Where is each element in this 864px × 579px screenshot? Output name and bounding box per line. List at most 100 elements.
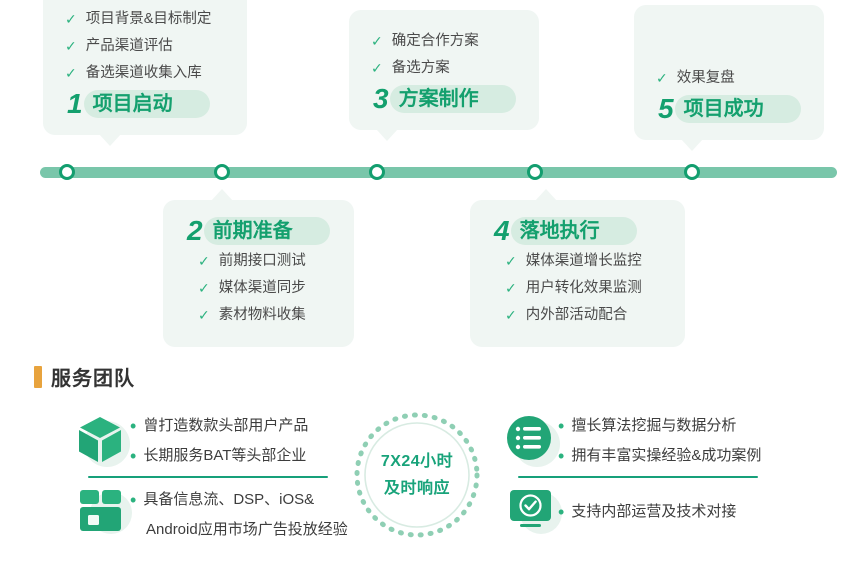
badge-line-2: 及时响应 [383, 480, 450, 497]
check-icon: ✓ [656, 70, 668, 86]
list-item-label: 媒体渠道增长监控 [525, 253, 642, 269]
list-item: ✓ 前期接口测试 [185, 248, 332, 275]
check-icon: ✓ [198, 307, 210, 323]
page-title: 服务团队 [51, 368, 135, 390]
timeline-section: ✓ 项目背景&目标制定 ✓ 产品渠道评估 ✓ 备选渠道收集入库 1 项目启动 ✓… [40, 0, 837, 347]
step-header-1: 1 项目启动 [65, 87, 225, 121]
list-item: • 曾打造数款头部用户产品 [130, 411, 308, 441]
badge-text: 7X24小时 及时响应 [352, 410, 482, 540]
list-item-label: 具备信息流、DSP、iOS& [143, 491, 315, 508]
divider-right [518, 476, 758, 478]
timeline-card-step-1[interactable]: ✓ 项目背景&目标制定 ✓ 产品渠道评估 ✓ 备选渠道收集入库 1 项目启动 [43, 0, 247, 146]
feature-lines-left-2: • 具备信息流、DSP、iOS& Android应用市场广告投放经验 [130, 485, 348, 545]
step-header-3: 3 方案制作 [371, 82, 517, 116]
check-icon: ✓ [505, 307, 517, 323]
list-item: ✓ 项目背景&目标制定 [65, 6, 225, 33]
step-header-4: 4 落地执行 [492, 214, 663, 248]
step-title: 项目成功 [683, 98, 764, 120]
step-title-pill [389, 85, 516, 113]
timeline-node-3[interactable] [369, 164, 385, 180]
monitor-check-icon [508, 488, 562, 542]
list-item-label: 用户转化效果监测 [525, 280, 642, 296]
step-number: 4 [494, 215, 510, 246]
badge-line-1: 7X24小时 [380, 453, 454, 470]
list-item-label: 媒体渠道同步 [218, 280, 306, 296]
check-icon: ✓ [65, 11, 77, 27]
list-item-label: 内外部活动配合 [525, 307, 628, 323]
card-notch [211, 189, 233, 201]
divider-left [88, 476, 328, 478]
list-item-label: 长期服务BAT等头部企业 [143, 447, 307, 464]
list-item-label: 素材物料收集 [218, 307, 306, 323]
check-icon: ✓ [65, 65, 77, 81]
list-item: • 支持内部运营及技术对接 [558, 497, 736, 527]
list-item: • 擅长算法挖掘与数据分析 [558, 411, 761, 441]
bullet-icon: • [130, 416, 137, 436]
step-title-pill [83, 90, 210, 118]
step-number: 1 [67, 88, 83, 119]
step-title-pill [510, 217, 637, 245]
card-notch [681, 139, 703, 151]
timeline-bar [40, 167, 837, 178]
bullet-icon: • [558, 502, 565, 522]
feature-lines-left-1: • 曾打造数款头部用户产品 • 长期服务BAT等头部企业 [130, 411, 308, 471]
check-icon: ✓ [371, 60, 383, 76]
check-icon: ✓ [371, 33, 383, 49]
step-title-pill [674, 95, 801, 123]
list-item-label: 支持内部运营及技术对接 [571, 503, 737, 520]
list-item: • 拥有丰富实操经验&成功案例 [558, 441, 761, 471]
badge-rings [354, 412, 480, 538]
feature-lines-right-2: • 支持内部运营及技术对接 [558, 497, 736, 527]
timeline-node-4[interactable] [527, 164, 543, 180]
list-item-label: 拥有丰富实操经验&成功案例 [571, 447, 762, 464]
step-title: 项目启动 [92, 93, 173, 115]
list-item: ✓ 确定合作方案 [371, 28, 517, 55]
list-item-label: 项目背景&目标制定 [85, 11, 212, 27]
list-item: • 长期服务BAT等头部企业 [130, 441, 308, 471]
timeline-card-step-3[interactable]: ✓ 确定合作方案 ✓ 备选方案 3 方案制作 [349, 10, 539, 141]
card-notch [99, 134, 121, 146]
list-item: ✓ 媒体渠道增长监控 [492, 248, 663, 275]
list-icon [506, 415, 560, 469]
timeline-card-step-5[interactable]: ✓ 效果复盘 5 项目成功 [634, 5, 824, 151]
card-notch [376, 129, 398, 141]
list-item: ✓ 用户转化效果监测 [492, 275, 663, 302]
timeline-node-1[interactable] [59, 164, 75, 180]
service-team-section: 服务团队 • 曾打造数款头部用户产品 • 长期服务BAT等头部企业 [0, 345, 864, 579]
list-item-label: 确定合作方案 [391, 33, 479, 49]
step-header-5: 5 项目成功 [656, 92, 802, 126]
list-item-label: 产品渠道评估 [85, 38, 173, 54]
list-item-label: 曾打造数款头部用户产品 [143, 417, 309, 434]
step-header-2: 2 前期准备 [185, 214, 332, 248]
check-icon: ✓ [65, 38, 77, 54]
list-item: Android应用市场广告投放经验 [130, 515, 348, 545]
list-item: ✓ 效果复盘 [656, 65, 802, 92]
bullet-icon: • [130, 446, 137, 466]
card-notch [535, 189, 557, 201]
check-icon: ✓ [198, 280, 210, 296]
bullet-icon: • [558, 416, 565, 436]
check-icon: ✓ [198, 253, 210, 269]
step-number: 5 [658, 93, 674, 124]
list-item-label: Android应用市场广告投放经验 [146, 521, 348, 538]
list-item: • 具备信息流、DSP、iOS& [130, 485, 348, 515]
timeline-card-step-4[interactable]: 4 落地执行 ✓ 媒体渠道增长监控 ✓ 用户转化效果监测 ✓ 内外部活动配合 [470, 189, 685, 347]
list-item-label: 效果复盘 [676, 70, 735, 86]
step-title: 前期准备 [212, 220, 293, 242]
step-number: 3 [373, 83, 389, 114]
list-item-label: 备选方案 [391, 60, 450, 76]
check-icon: ✓ [505, 253, 517, 269]
timeline-node-5[interactable] [684, 164, 700, 180]
bullet-icon: • [558, 446, 565, 466]
list-item: ✓ 媒体渠道同步 [185, 275, 332, 302]
list-item: ✓ 备选方案 [371, 55, 517, 82]
list-item: ✓ 产品渠道评估 [65, 33, 225, 60]
list-item-label: 前期接口测试 [218, 253, 306, 269]
timeline-node-2[interactable] [214, 164, 230, 180]
box-icon [78, 488, 132, 542]
timeline-card-step-2[interactable]: 2 前期准备 ✓ 前期接口测试 ✓ 媒体渠道同步 ✓ 素材物料收集 [163, 189, 354, 347]
step-title: 方案制作 [398, 88, 479, 110]
response-time-badge: 7X24小时 及时响应 [352, 410, 482, 540]
section-heading: 服务团队 [34, 362, 135, 391]
heading-accent-bar [34, 365, 42, 388]
